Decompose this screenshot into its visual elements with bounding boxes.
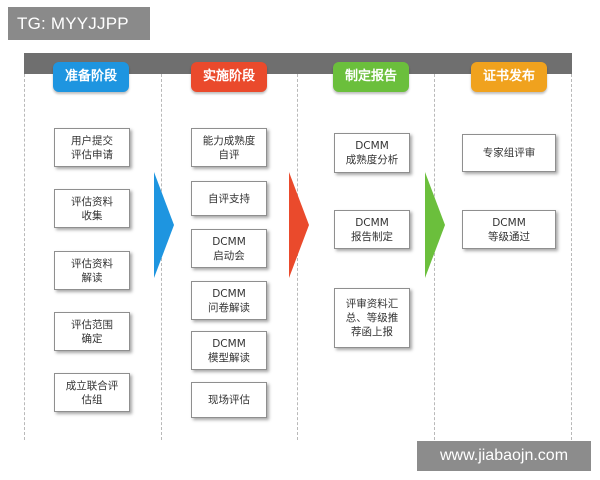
step-box: 现场评估 [191,382,267,418]
arrow-right-icon [289,172,309,278]
step-box: DCMM 模型解读 [191,331,267,370]
column-divider [571,74,572,440]
step-box: DCMM 成熟度分析 [334,133,410,173]
step-box: DCMM 等级通过 [462,210,556,249]
header-bar [24,53,572,74]
column-divider [434,74,435,440]
step-box: 评估范围 确定 [54,312,130,351]
step-box: 用户提交 评估申请 [54,128,130,167]
phase-tab-certificate: 证书发布 [471,62,547,92]
step-box: 成立联合评 估组 [54,373,130,412]
step-box: DCMM 启动会 [191,229,267,268]
step-box: DCMM 报告制定 [334,210,410,249]
column-divider [297,74,298,440]
step-box: DCMM 问卷解读 [191,281,267,320]
watermark-top: TG: MYYJJPP [8,7,150,40]
phase-tab-implement: 实施阶段 [191,62,267,92]
watermark-bottom: www.jiabaojn.com [417,441,591,471]
phase-tab-prepare: 准备阶段 [53,62,129,92]
step-box: 评估资料 解读 [54,251,130,290]
step-box: 专家组评审 [462,134,556,172]
step-box: 评估资料 收集 [54,189,130,228]
column-divider [24,74,25,440]
arrow-right-icon [425,172,445,278]
step-box: 自评支持 [191,181,267,216]
step-box: 评审资料汇 总、等级推 荐函上报 [334,288,410,348]
phase-tab-report: 制定报告 [333,62,409,92]
arrow-right-icon [154,172,174,278]
step-box: 能力成熟度 自评 [191,128,267,167]
